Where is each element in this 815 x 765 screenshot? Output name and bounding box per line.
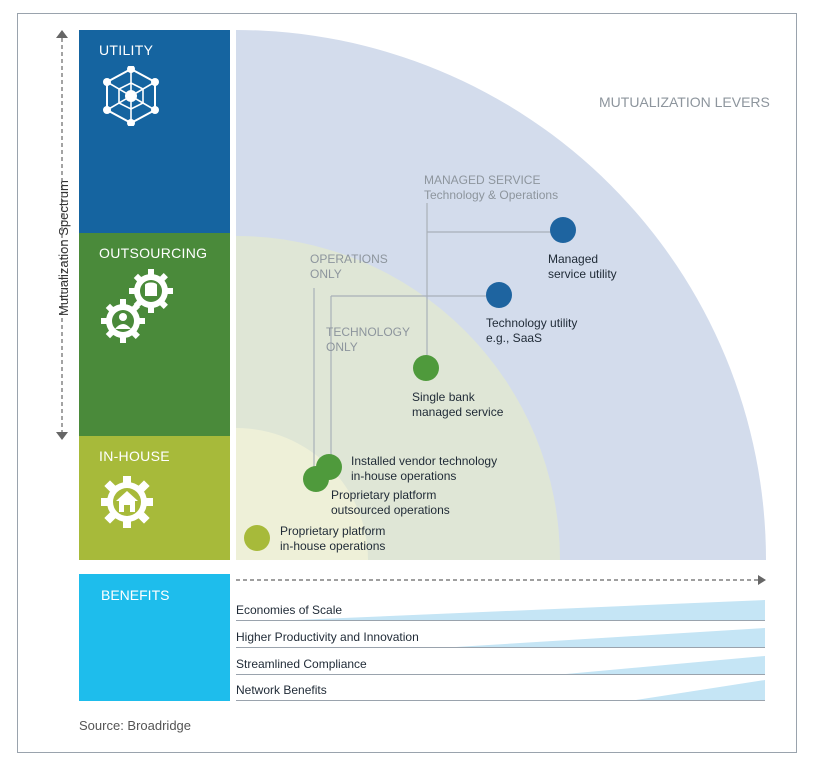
band-outsourcing: OUTSOURCING <box>79 233 230 436</box>
proprietary-inhouse-label: Proprietary platform in-house operations <box>280 524 385 554</box>
benefit-row-productivity: Higher Productivity and Innovation <box>236 626 765 648</box>
benefit-label: Network Benefits <box>236 683 327 697</box>
technology-only-label: TECHNOLOGY ONLY <box>326 325 410 355</box>
single-bank-label: Single bank managed service <box>412 390 503 420</box>
operations-only-label: OPERATIONS ONLY <box>310 252 388 282</box>
managed-service-utility-label-line2: service utility <box>548 267 617 281</box>
operations-only-label-line2: ONLY <box>310 267 342 281</box>
benefit-row-network: Network Benefits <box>236 679 765 701</box>
installed-vendor-label: Installed vendor technology in-house ope… <box>351 454 497 484</box>
technology-utility-label-line1: Technology utility <box>486 316 578 330</box>
managed-service-label: MANAGED SERVICE Technology & Operations <box>424 173 558 203</box>
technology-only-label-line2: ONLY <box>326 340 358 354</box>
technology-utility-label-line2: e.g., SaaS <box>486 331 543 345</box>
proprietary-outsourced-label: Proprietary platform outsourced operatio… <box>331 488 450 518</box>
benefits-band: BENEFITS <box>79 574 230 701</box>
node-proprietary-outsourced <box>303 466 329 492</box>
spectrum-axis <box>56 30 68 440</box>
single-bank-label-line1: Single bank <box>412 390 475 404</box>
managed-service-utility-label-line1: Managed <box>548 252 599 266</box>
band-utility: UTILITY <box>79 30 230 233</box>
single-bank-label-line2: managed service <box>412 405 504 419</box>
gears-icon <box>101 269 173 343</box>
benefits-axis-arrow <box>236 575 766 585</box>
benefit-wedge <box>236 656 765 675</box>
benefit-label: Economies of Scale <box>236 603 343 617</box>
benefit-wedge <box>236 628 765 648</box>
benefit-row-economies: Economies of Scale <box>236 599 765 621</box>
node-technology-utility <box>486 282 512 308</box>
source-note: Source: Broadridge <box>79 718 192 733</box>
network-icon <box>103 66 159 126</box>
node-managed-service-utility <box>550 217 576 243</box>
technology-only-label-line1: TECHNOLOGY <box>326 325 411 339</box>
house-gear-icon <box>101 476 153 528</box>
benefit-label: Streamlined Compliance <box>236 657 367 671</box>
managed-service-utility-label: Managed service utility <box>548 252 617 282</box>
node-single-bank-managed-service <box>413 355 439 381</box>
proprietary-inhouse-label-line1: Proprietary platform <box>280 524 386 538</box>
managed-service-label-line1: MANAGED SERVICE <box>424 173 541 187</box>
benefit-wedge <box>236 600 765 621</box>
band-outsourcing-title: OUTSOURCING <box>99 245 208 261</box>
benefit-wedge <box>236 680 765 701</box>
technology-utility-label: Technology utility e.g., SaaS <box>486 316 577 346</box>
managed-service-label-line2: Technology & Operations <box>424 188 559 202</box>
levers-title: MUTUALIZATION LEVERS <box>599 94 770 110</box>
benefit-row-compliance: Streamlined Compliance <box>236 653 765 675</box>
benefits-title: BENEFITS <box>101 587 170 603</box>
band-inhouse-title: IN-HOUSE <box>99 448 170 464</box>
installed-vendor-label-line2: in-house operations <box>351 469 457 483</box>
proprietary-outsourced-label-line2: outsourced operations <box>331 503 450 517</box>
band-utility-title: UTILITY <box>99 42 154 58</box>
operations-only-label-line1: OPERATIONS <box>310 252 388 266</box>
node-proprietary-inhouse <box>244 525 270 551</box>
benefit-label: Higher Productivity and Innovation <box>236 630 419 644</box>
proprietary-outsourced-label-line1: Proprietary platform <box>331 488 437 502</box>
band-inhouse: IN-HOUSE <box>79 436 230 560</box>
diagram-frame <box>17 13 797 753</box>
proprietary-inhouse-label-line2: in-house operations <box>280 539 386 553</box>
installed-vendor-label-line1: Installed vendor technology <box>351 454 498 468</box>
